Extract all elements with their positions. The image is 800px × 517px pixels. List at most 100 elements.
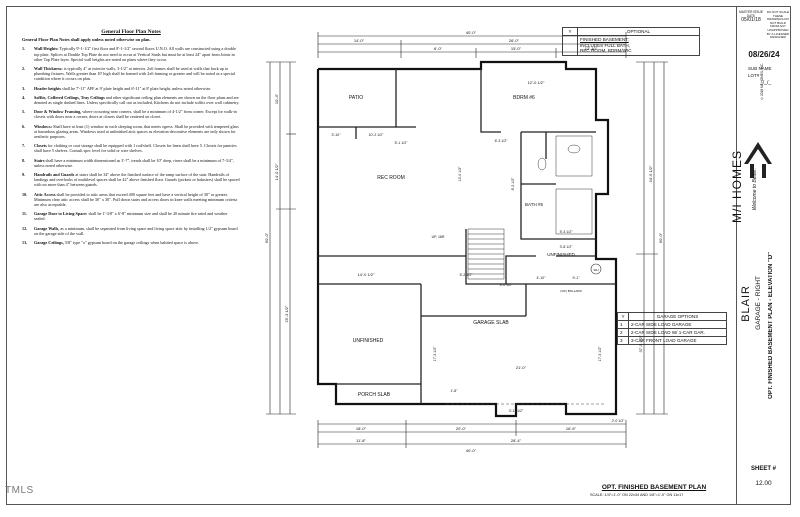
note-text: Closets for clothing or coat storage sha… <box>34 143 240 153</box>
note-item: 3. Header heights shall be 7'-11" AFF at … <box>22 86 240 91</box>
notes-subtitle: General Floor Plan Notes shall apply unl… <box>22 37 151 43</box>
revision-date-value: 08/26/24 <box>748 50 780 59</box>
dim-bottom-right: 28'-4" <box>511 438 522 443</box>
note-text: Header heights shall be 7'-11" AFF at 9'… <box>34 86 240 91</box>
drawing-scale: SCALE: 1/4"=1'-0" ON 22x34 AND 1/8"=1'-0… <box>590 493 684 497</box>
note-heading: Attic Access <box>34 191 56 197</box>
note-item: 9.Handrails and Guards at stairs shall b… <box>22 172 240 188</box>
brand-tagline: Welcome to Better. <box>752 168 758 211</box>
drawing-sheet-border <box>6 6 791 505</box>
note-text: Stairs shall have a minimum width dimens… <box>34 158 240 168</box>
garage-orientation: GARAGE - RIGHT <box>755 276 762 330</box>
drawing-title: OPT. FINISHED BASEMENT PLAN <box>601 484 707 491</box>
plan-description: OPT. FINISHED BASEMENT PLAN - ELEVATION … <box>768 252 774 399</box>
room-garage: GARAGE SLAB <box>473 320 509 326</box>
dim-bottom-overall: 40'-0" <box>466 448 477 453</box>
note-number: 4. <box>22 94 26 100</box>
note-text: Garage Walls, as a minimum, shall be sep… <box>34 226 240 236</box>
dim-left-b: 25'-3 1/2" <box>284 305 289 322</box>
dim-h3: 4'-10" <box>537 276 547 280</box>
title-block-sidebar <box>736 6 792 505</box>
notes-title: General Floor Plan Notes <box>101 29 161 35</box>
dim-garage-depth-right: 17'-3 1/2" <box>598 346 602 362</box>
dim-bath-depth: 8'-2 1/2" <box>511 177 515 191</box>
note-text: Garage Door to Living Space: shall be 1'… <box>34 211 240 221</box>
scale-warning: DO NOT SCALE THESE DRAWINGS DO NOT BUILD… <box>766 10 790 40</box>
note-text: Garage Ceilings, 5/8" type "x" gypsum bo… <box>34 240 240 245</box>
note-body: and other significant ceiling plan eleme… <box>34 94 240 106</box>
optional-line: INCLUDES FULL BATH, <box>580 42 631 48</box>
dim-right-a: 34'-5 1/2" <box>648 165 653 182</box>
room-bath: BATH #5 <box>525 202 543 207</box>
note-text: Windows: Shall have at least (1) window … <box>34 124 240 140</box>
dim-h4: 9'-1" <box>573 276 581 280</box>
revision-date: 08/26/24 <box>739 50 789 59</box>
note-body: for clothing or coat storage shall be eq… <box>34 143 237 154</box>
room-bdrm: BDRM #6 <box>513 95 535 101</box>
note-body: as a minimum, shall be separated from li… <box>34 225 238 236</box>
dim-top-overall: 40'-0" <box>466 30 477 35</box>
mi-homes-logo-icon <box>744 142 772 178</box>
note-item: 13. Garage Ceilings, 5/8" type "x" gypsum… <box>22 240 240 245</box>
dim-garage-depth: 17'-3 1/2" <box>433 346 437 362</box>
dim-left-overall: 60'-0" <box>264 232 269 243</box>
brand-name: M/I HOMES <box>730 150 744 224</box>
optional-lines: FINISHED BASEMENT: INCLUDES FULL BATH, R… <box>577 35 700 56</box>
note-body: shall have a minimum width dimensioned a… <box>34 157 234 168</box>
note-number: 8. <box>22 157 26 163</box>
note-text: Wall Thickness: is typically 4" at exter… <box>34 66 240 82</box>
note-body: 5/8" type "x" gypsum board on the garage… <box>64 240 200 246</box>
optional-heading: OPTIONAL <box>577 27 700 36</box>
note-number: 13. <box>22 240 28 246</box>
note-body: at stairs shall be 34" above the finishe… <box>34 172 240 188</box>
note-body: shall be 1'-3/8" x 6'-8" minimum size an… <box>34 211 228 222</box>
note-heading: Wall Thickness: <box>34 66 63 72</box>
sheet-number: 12.00 <box>755 480 772 487</box>
room-unfinished-left: UNFINISHED <box>353 338 384 344</box>
note-text: Attic Access shall be provided to attic … <box>34 192 240 208</box>
dim-top-right: 26'-0" <box>509 38 520 43</box>
note-body: is typically 4" at exterior walls, 3-1/2… <box>34 66 236 82</box>
note-number: 3. <box>22 85 26 91</box>
note-item: 2. Wall Thickness: is typically 4" at ext… <box>22 66 240 82</box>
note-heading: Header heights <box>34 85 62 91</box>
dim-left-c: 10'-4" <box>274 93 279 104</box>
dim-right-b: 37'-5 1/2" <box>638 335 643 352</box>
stairs <box>467 228 505 280</box>
note-text: Door & Window Framing, where occurring n… <box>34 109 240 119</box>
dim-h12: 3'-11 1/2" <box>509 409 524 413</box>
lot-label: LOT# - <box>748 73 763 78</box>
room-rec: REC ROOM <box>377 175 405 181</box>
dim-garage-width: 21'-0" <box>516 365 527 370</box>
room-porch: PORCH SLAB <box>358 392 391 398</box>
lot-date-blank: _/_/_ <box>760 80 772 86</box>
note-body: where occurring near corners, shall be a… <box>34 109 237 120</box>
note-heading: Garage Door to Living Space: <box>34 211 88 217</box>
note-number: 9. <box>22 172 26 178</box>
note-item: 12.Garage Walls, as a minimum, shall be … <box>22 226 240 236</box>
note-number: 10. <box>22 191 28 197</box>
dim-h11: 1'-8" <box>451 389 459 393</box>
note-item: 4. Soffits, Coffered Ceilings, Tray Ceili… <box>22 95 240 105</box>
plan-name: BLAIR <box>740 285 752 322</box>
dim-rec-width: 14'-0 1/2" <box>358 272 375 277</box>
dim-h10: 3'-8 1/2" <box>560 245 574 249</box>
dim-bottom-left: 11'-8" <box>356 438 366 443</box>
note-item: 1.Wall Heights: Typically 9'-1-1/2" firs… <box>22 46 240 62</box>
sheet-label: SHEET # <box>750 466 776 472</box>
note-item: 11.Garage Door to Living Space: shall be… <box>22 211 240 221</box>
dim-h8: 3'-10" <box>332 133 342 137</box>
dim-top-c: 12'-10" <box>585 46 598 51</box>
dim-h7: 10'-2 1/2" <box>369 133 385 137</box>
note-number: 1. <box>22 46 26 52</box>
watermark-logo: TMLS <box>5 485 34 496</box>
note-text: Soffits, Coffered Ceilings, Tray Ceiling… <box>34 95 240 105</box>
general-floor-plan-notes: General Floor Plan Notes General Floor P… <box>22 29 240 249</box>
notes-list: 1.Wall Heights: Typically 9'-1-1/2" firs… <box>22 46 240 245</box>
dim-top-a: 6'-0" <box>434 46 443 51</box>
note-heading: Wall Heights: <box>34 46 59 52</box>
optional-line: FINISHED BASEMENT: <box>580 37 629 42</box>
water-heater-icon <box>590 263 602 275</box>
note-number: 2. <box>22 66 26 72</box>
room-unfinished-right: UNFINISHED <box>547 252 575 257</box>
